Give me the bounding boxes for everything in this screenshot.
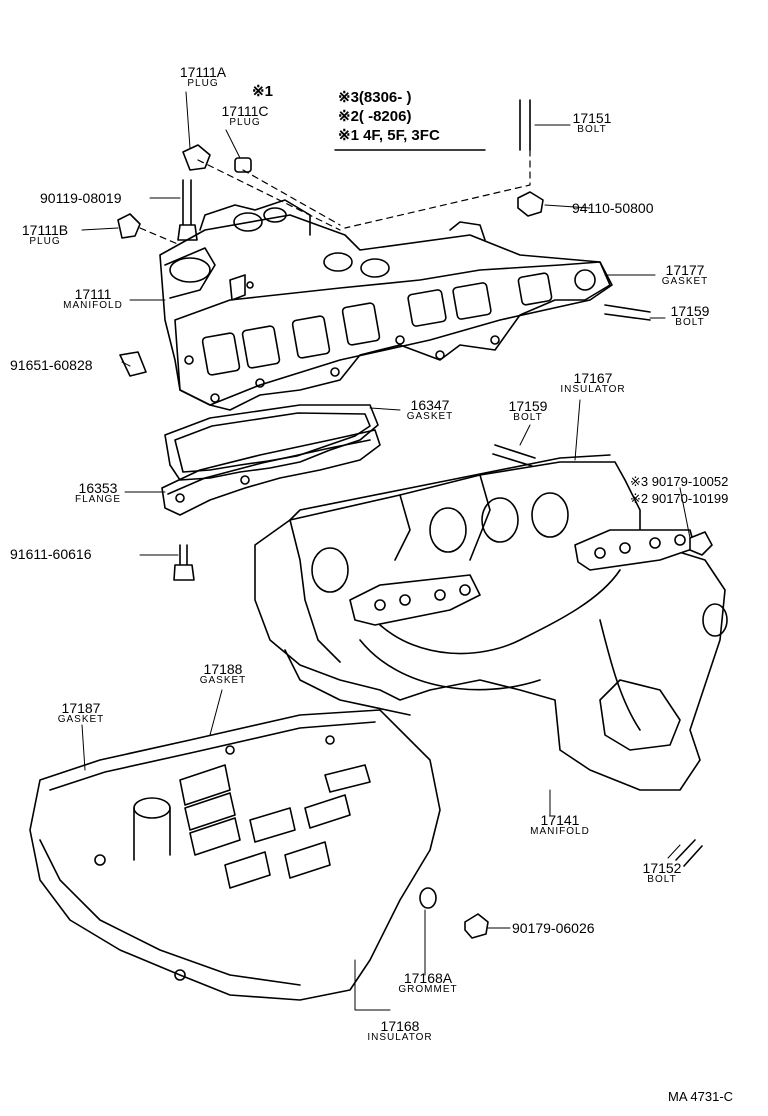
label-90179-06026: 90179-06026 — [512, 920, 595, 936]
part-number: 17151 — [572, 110, 612, 126]
label-91651-60828: 91651-60828 — [10, 357, 93, 373]
fasteners-drawing — [117, 99, 703, 867]
label-94110-50800: 94110-50800 — [572, 200, 654, 216]
label-17188: 17188 GASKET — [188, 661, 258, 686]
part-number: 17167 — [573, 370, 613, 386]
insulator-drawing — [29, 709, 489, 1001]
part-number: 17187 — [61, 700, 101, 716]
part-number: 17111B — [21, 222, 69, 238]
label-17167: 17167 INSULATOR — [548, 370, 638, 395]
part-name: INSULATOR — [560, 384, 626, 395]
part-number: 17111 — [74, 286, 112, 302]
part-name: GASKET — [57, 714, 105, 725]
part-name: PLUG — [229, 117, 261, 128]
part-number: 16347 — [410, 397, 450, 413]
label-17177: 17177 GASKET — [648, 262, 722, 287]
label-17159-upper: 17159 BOLT — [660, 303, 720, 328]
label-17111: 17111 MANIFOLD — [48, 286, 138, 311]
part-name: GASKET — [406, 411, 454, 422]
exhaust-manifold-drawing — [254, 454, 728, 791]
label-17151: 17151 BOLT — [562, 110, 622, 135]
part-number: 17159 — [508, 398, 548, 414]
part-number: 17111A — [179, 64, 227, 80]
figure-code: MA 4731-C — [668, 1089, 734, 1104]
note-3: ※3(8306- ) — [338, 89, 412, 106]
label-17111A: 17111A PLUG — [168, 64, 238, 89]
label-17168: 17168 INSULATOR — [355, 1018, 445, 1043]
part-name: BOLT — [647, 874, 677, 885]
part-name: PLUG — [187, 78, 219, 89]
part-number: 17168A — [403, 970, 453, 986]
part-name: GROMMET — [398, 984, 458, 995]
part-name: PLUG — [29, 236, 61, 247]
part-number: 17188 — [203, 661, 243, 677]
label-17111B: 17111B PLUG — [10, 222, 80, 247]
label-90179-10052: ※3 90179-10052 — [630, 474, 729, 489]
label-16353: 16353 FLANGE — [58, 480, 138, 505]
dashed-leaders — [139, 149, 531, 246]
part-name: GASKET — [661, 276, 709, 287]
label-17111C: 17111C PLUG — [210, 103, 280, 128]
label-17141: 17141 MANIFOLD — [515, 812, 605, 837]
label-17187: 17187 GASKET — [46, 700, 116, 725]
part-number: 16353 — [78, 480, 118, 496]
label-90170-10199: ※2 90170-10199 — [630, 491, 729, 506]
label-90119-08019: 90119-08019 — [40, 190, 122, 206]
label-17159-lower: 17159 BOLT — [498, 398, 558, 423]
gasket-flange-drawing — [161, 404, 381, 516]
label-17168A: 17168A GROMMET — [388, 970, 468, 995]
part-number: 17177 — [665, 262, 705, 278]
label-91611-60616: 91611-60616 — [10, 546, 92, 562]
part-name: MANIFOLD — [530, 826, 590, 837]
label-16347: 16347 GASKET — [395, 397, 465, 422]
part-name: BOLT — [513, 412, 543, 423]
part-number: 17152 — [642, 860, 682, 876]
intake-manifold-drawing — [159, 199, 613, 411]
notes-block: ※3(8306- ) ※2( -8206) ※1 4F, 5F, 3FC — [338, 88, 440, 145]
part-name: FLANGE — [74, 494, 121, 505]
part-name: INSULATOR — [367, 1032, 433, 1043]
part-number: 17111C — [221, 103, 269, 119]
part-name: MANIFOLD — [63, 300, 123, 311]
part-name: BOLT — [577, 124, 607, 135]
part-name: GASKET — [199, 675, 247, 686]
note-2: ※2( -8206) — [338, 108, 412, 125]
leader-lines — [81, 91, 691, 1011]
part-number: 17168 — [380, 1018, 420, 1034]
part-number: 17159 — [670, 303, 710, 319]
label-17152: 17152 BOLT — [632, 860, 692, 885]
part-name: BOLT — [675, 317, 705, 328]
note-1: ※1 4F, 5F, 3FC — [338, 127, 440, 144]
note-marker-1: ※1 — [252, 83, 273, 100]
part-number: 17141 — [540, 812, 580, 828]
